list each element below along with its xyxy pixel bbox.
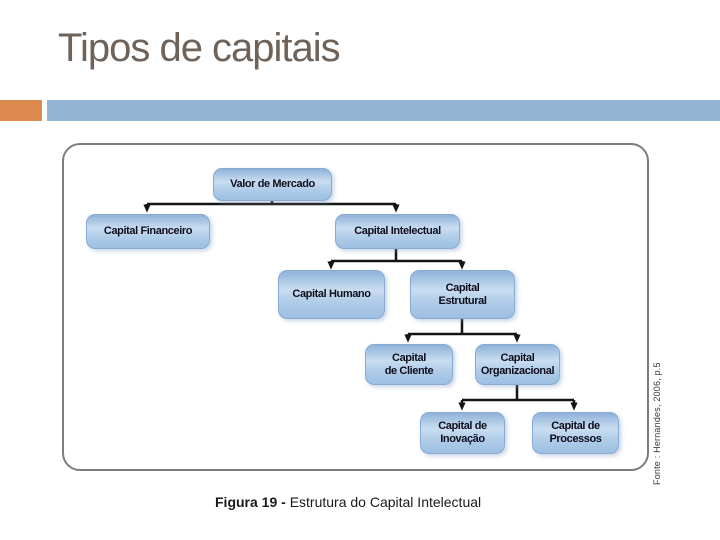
accent-bar-blue xyxy=(47,100,720,121)
node-capital-de-cliente: Capital de Cliente xyxy=(365,344,453,385)
node-valor-de-mercado: Valor de Mercado xyxy=(213,168,332,201)
figure-caption-label: Figura 19 - xyxy=(215,494,290,510)
slide-title: Tipos de capitais xyxy=(58,26,341,70)
node-capital-humano: Capital Humano xyxy=(278,270,385,319)
source-note: Fonte : Hernandes, 2006, p.5 xyxy=(652,362,662,485)
node-capital-financeiro: Capital Financeiro xyxy=(86,214,210,249)
node-capital-de-inovacao: Capital de Inovação xyxy=(420,412,505,454)
node-capital-de-processos: Capital de Processos xyxy=(532,412,619,454)
node-capital-intelectual: Capital Intelectual xyxy=(335,214,460,249)
accent-bar-orange xyxy=(0,100,42,121)
node-capital-organizacional: Capital Organizacional xyxy=(475,344,560,385)
node-capital-estrutural: Capital Estrutural xyxy=(410,270,515,319)
figure-caption-text: Estrutura do Capital Intelectual xyxy=(289,494,482,510)
figure-caption: Figura 19 - Estrutura do Capital Intelec… xyxy=(215,494,481,510)
